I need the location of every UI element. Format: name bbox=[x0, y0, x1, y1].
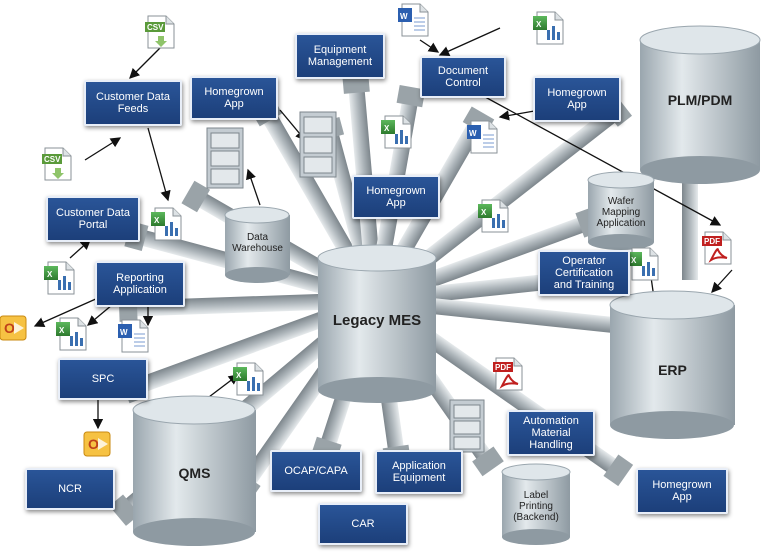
svg-text:X: X bbox=[631, 256, 637, 265]
excel-file-icon: X bbox=[533, 11, 564, 45]
ncr-box[interactable]: NCR bbox=[25, 468, 115, 510]
pdf-file-icon: PDF bbox=[493, 357, 523, 391]
word-file-icon: W bbox=[467, 120, 498, 154]
homegrown-app-box[interactable]: Homegrown App bbox=[636, 468, 728, 514]
excel-file-icon: X bbox=[628, 247, 659, 281]
homegrown-app-box[interactable]: Homegrown App bbox=[190, 76, 278, 120]
outlook-icon: O bbox=[83, 431, 111, 457]
file-cabinet-icon bbox=[206, 127, 244, 189]
svg-text:O: O bbox=[4, 320, 15, 336]
homegrown-app-box[interactable]: Homegrown App bbox=[533, 76, 621, 122]
file-cabinet-icon bbox=[299, 111, 337, 178]
svg-text:X: X bbox=[236, 371, 242, 380]
svg-text:X: X bbox=[59, 326, 65, 335]
svg-text:X: X bbox=[154, 216, 160, 225]
customer-data-feeds-box[interactable]: Customer Data Feeds bbox=[84, 80, 182, 126]
svg-text:CSV: CSV bbox=[147, 23, 164, 32]
svg-text:PDF: PDF bbox=[704, 237, 720, 246]
excel-file-icon: X bbox=[233, 362, 264, 396]
document-control-box[interactable]: Document Control bbox=[420, 56, 506, 98]
cylinder-qms bbox=[132, 395, 256, 546]
cylinder-warehouse bbox=[224, 206, 290, 283]
svg-text:W: W bbox=[469, 129, 477, 138]
flow-arrows bbox=[33, 27, 733, 430]
svg-text:CSV: CSV bbox=[44, 155, 61, 164]
label-printing-label: Label Printing (Backend) bbox=[513, 490, 559, 523]
spc-box[interactable]: SPC bbox=[58, 358, 148, 400]
excel-file-icon: X bbox=[381, 115, 412, 149]
excel-file-icon: X bbox=[56, 317, 87, 351]
svg-text:X: X bbox=[384, 124, 390, 133]
svg-text:O: O bbox=[88, 436, 99, 452]
svg-text:PDF: PDF bbox=[495, 363, 511, 372]
excel-file-icon: X bbox=[44, 261, 75, 295]
csv-file-icon: CSV bbox=[42, 147, 72, 181]
application-equipment-box[interactable]: Application Equipment bbox=[375, 450, 463, 494]
svg-text:X: X bbox=[536, 20, 542, 29]
excel-file-icon: X bbox=[478, 199, 509, 233]
svg-text:W: W bbox=[120, 328, 128, 337]
equipment-management-box[interactable]: Equipment Management bbox=[295, 33, 385, 79]
pdf-file-icon: PDF bbox=[702, 231, 732, 265]
data-warehouse-label: Data Warehouse bbox=[232, 232, 283, 254]
homegrown-app-box[interactable]: Homegrown App bbox=[352, 175, 440, 219]
csv-file-icon: CSV bbox=[145, 15, 175, 49]
cylinder-label-printing bbox=[501, 463, 571, 545]
cylinder-erp bbox=[609, 290, 735, 439]
plm-pdm-label: PLM/PDM bbox=[667, 92, 733, 108]
wafer-mapping-label: Wafer Mapping Application bbox=[596, 196, 646, 229]
cylinder-plm bbox=[639, 25, 761, 184]
customer-data-portal-box[interactable]: Customer Data Portal bbox=[46, 196, 140, 242]
operator-certification-box[interactable]: Operator Certification and Training bbox=[538, 250, 630, 296]
word-file-icon: W bbox=[118, 319, 149, 353]
cylinder-legacy-mes bbox=[317, 244, 437, 403]
svg-text:W: W bbox=[400, 12, 408, 21]
legacy-mes-label: Legacy MES bbox=[332, 312, 422, 329]
excel-file-icon: X bbox=[151, 207, 182, 241]
qms-label: QMS bbox=[178, 465, 211, 481]
file-cabinet-icon bbox=[449, 399, 485, 453]
car-box[interactable]: CAR bbox=[318, 503, 408, 545]
cylinder-wafer bbox=[587, 171, 655, 250]
erp-label: ERP bbox=[658, 362, 687, 378]
svg-text:X: X bbox=[47, 270, 53, 279]
automation-material-handling-box[interactable]: Automation Material Handling bbox=[507, 410, 595, 456]
reporting-application-box[interactable]: Reporting Application bbox=[95, 261, 185, 307]
ocap-capa-box[interactable]: OCAP/CAPA bbox=[270, 450, 362, 492]
word-file-icon: W bbox=[398, 3, 429, 37]
outlook-icon: O bbox=[0, 315, 27, 341]
svg-text:X: X bbox=[481, 208, 487, 217]
